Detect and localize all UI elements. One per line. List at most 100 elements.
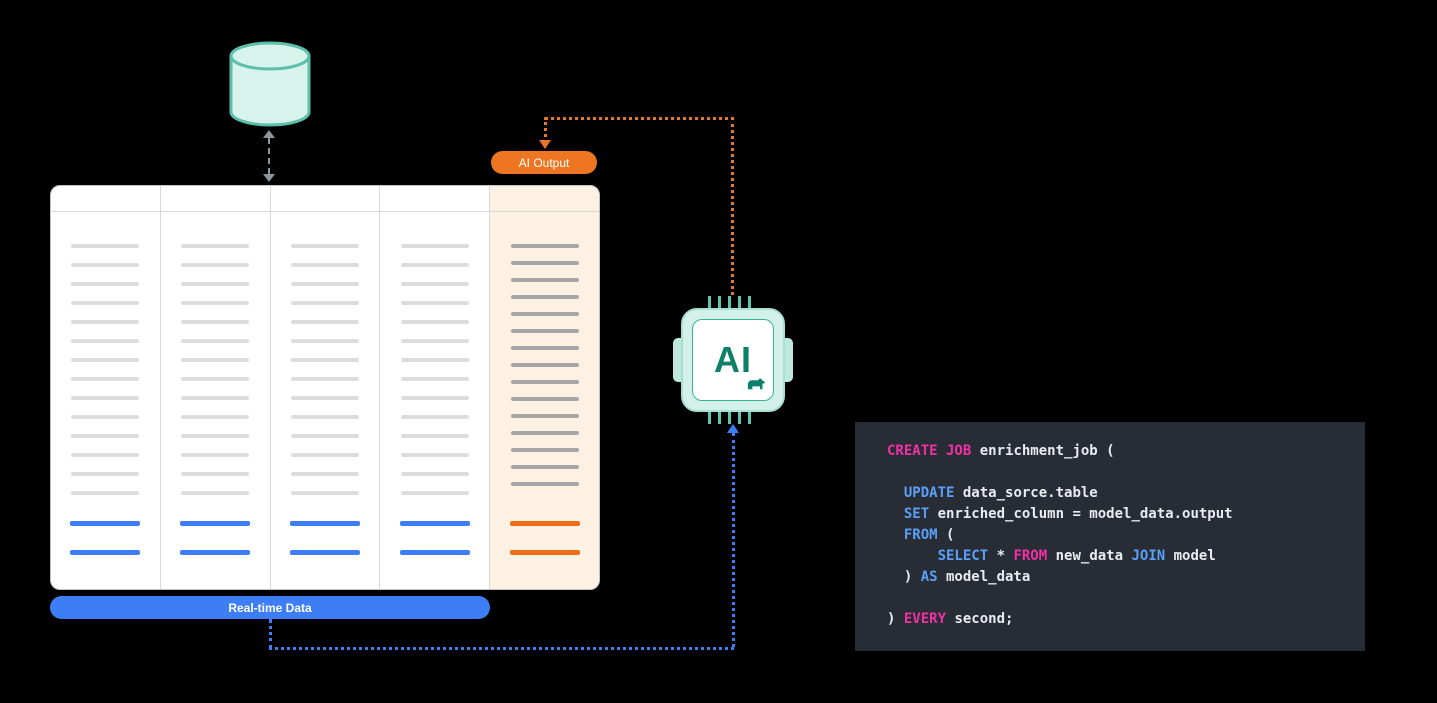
table-column: [51, 186, 161, 589]
code-line: [887, 462, 1355, 483]
table-row-line: [181, 377, 250, 381]
table-row-line: [510, 244, 579, 248]
table-column: [271, 186, 381, 589]
database-cylinder-icon: [228, 40, 312, 135]
code-token: UPDATE: [903, 485, 955, 501]
table-column: [161, 186, 271, 589]
code-line: SELECT * FROM new_data JOIN model: [887, 546, 1355, 567]
table-row-line: [71, 263, 140, 267]
code-line: SET enriched_column = model_data.output: [887, 504, 1355, 525]
table-accent-row-line: [399, 550, 470, 555]
code-token: enrichment_job (: [971, 443, 1115, 459]
table-row-line: [290, 301, 359, 305]
code-token: ): [887, 569, 921, 585]
code-token: model: [1165, 548, 1216, 564]
orange-arrowhead-icon: [539, 140, 551, 149]
code-token: data_sorce.table: [954, 485, 1098, 501]
table-row-line: [510, 312, 579, 316]
ai-chip-label: AI: [714, 339, 752, 380]
table-row-line: [400, 301, 469, 305]
code-token: enriched_column = model_data.output: [929, 506, 1233, 522]
table-accent-row-line: [180, 521, 251, 526]
table-row-line: [71, 244, 140, 248]
table-row-line: [71, 339, 140, 343]
table-row-line: [181, 472, 250, 476]
table-row-line: [181, 415, 250, 419]
accent-row-lines: [490, 521, 599, 555]
table-row-line: [181, 320, 250, 324]
accent-row-lines: [271, 521, 380, 555]
code-lines: CREATE JOB enrichment_job ( UPDATE data_…: [887, 441, 1355, 630]
code-token: JOIN: [1131, 548, 1166, 564]
code-token: [887, 506, 904, 522]
code-token: (: [937, 527, 955, 543]
sync-arrow-down-icon: [263, 174, 275, 182]
table-row-line: [71, 282, 140, 286]
table-row-line: [510, 465, 579, 469]
data-table: [50, 185, 600, 590]
table-row-line: [181, 263, 250, 267]
row-lines: [71, 244, 140, 495]
code-token: FROM: [1013, 548, 1048, 564]
table-row-line: [510, 448, 579, 452]
table-row-line: [510, 295, 579, 299]
table-row-line: [400, 434, 469, 438]
table-accent-row-line: [509, 521, 580, 526]
code-token: SET: [903, 506, 930, 522]
table-row-line: [290, 377, 359, 381]
table-row-line: [290, 472, 359, 476]
code-token: EVERY: [903, 611, 947, 627]
code-token: [887, 485, 904, 501]
table-accent-row-line: [180, 550, 251, 555]
db-table-sync-connector: [268, 138, 270, 174]
table-row-line: [510, 431, 579, 435]
table-row-line: [290, 263, 359, 267]
table-row-line: [71, 491, 140, 495]
code-line: CREATE JOB enrichment_job (: [887, 441, 1355, 462]
table-accent-row-line: [289, 521, 360, 526]
table-row-line: [510, 261, 579, 265]
table-row-line: [510, 414, 579, 418]
chip-pins-bottom-icon: [708, 412, 758, 424]
table-row-line: [400, 377, 469, 381]
table-row-line: [400, 453, 469, 457]
table-row-line: [400, 282, 469, 286]
table-row-line: [400, 320, 469, 324]
code-token: CREATE JOB: [887, 443, 972, 459]
table-row-line: [181, 282, 250, 286]
table-row-line: [71, 396, 140, 400]
table-row-line: [290, 282, 359, 286]
code-line: ) AS model_data: [887, 567, 1355, 588]
accent-row-lines: [161, 521, 270, 555]
table-row-line: [290, 320, 359, 324]
blue-connector-vertical-right: [732, 433, 735, 647]
table-row-line: [181, 396, 250, 400]
table-row-line: [510, 482, 579, 486]
accent-row-lines: [380, 521, 489, 555]
table-accent-row-line: [509, 550, 580, 555]
ai-output-badge: AI Output: [491, 151, 597, 174]
table-row-line: [400, 396, 469, 400]
row-lines: [400, 244, 469, 495]
table-row-line: [71, 453, 140, 457]
table-accent-row-line: [70, 521, 141, 526]
table-row-line: [181, 339, 250, 343]
table-header-divider: [51, 211, 599, 212]
row-lines: [181, 244, 250, 495]
code-token: new_data: [1047, 548, 1132, 564]
code-token: ): [887, 611, 904, 627]
table-row-line: [290, 491, 359, 495]
sync-arrow-up-icon: [263, 130, 275, 138]
table-row-line: [71, 415, 140, 419]
orange-connector-vertical-right: [731, 117, 734, 295]
table-row-line: [290, 358, 359, 362]
table-row-line: [510, 278, 579, 282]
table-row-line: [181, 453, 250, 457]
table-row-line: [290, 244, 359, 248]
chip-face: AI: [692, 319, 774, 401]
table-row-line: [400, 263, 469, 267]
table-row-line: [181, 244, 250, 248]
code-line: UPDATE data_sorce.table: [887, 483, 1355, 504]
table-row-line: [400, 339, 469, 343]
